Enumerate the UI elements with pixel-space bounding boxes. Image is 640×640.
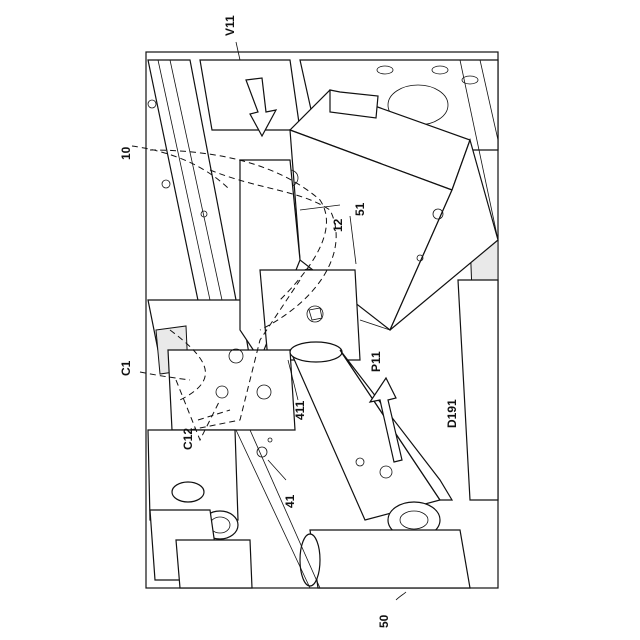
- label-12: 12: [331, 218, 345, 232]
- label-p11: P11: [369, 351, 383, 372]
- label-41: 41: [283, 494, 297, 508]
- label-d191: D191: [445, 399, 459, 428]
- label-51: 51: [353, 202, 367, 216]
- label-c12: C12: [181, 428, 195, 450]
- label-50: 50: [377, 614, 391, 628]
- label-10: 10: [119, 146, 133, 160]
- label-v11: V11: [223, 15, 237, 36]
- label-c1: C1: [119, 360, 133, 376]
- label-411: 411: [293, 400, 307, 420]
